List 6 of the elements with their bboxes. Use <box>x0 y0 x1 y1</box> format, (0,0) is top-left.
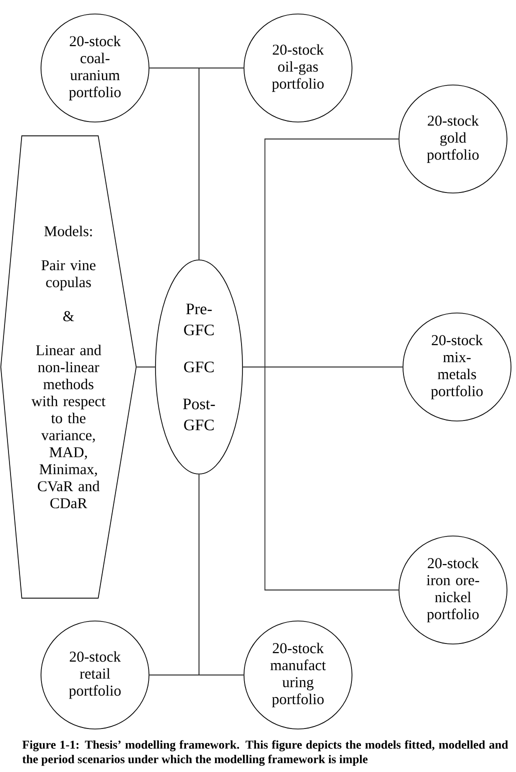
connector-line <box>198 474 244 676</box>
connector-line <box>198 68 244 260</box>
connector-line <box>136 366 156 368</box>
caption: Figure 1-1: Thesis’ modelling framework. This figure depicts the models fitted, modelled and the period scenarios under which the modelling framework is imple <box>22 740 508 766</box>
hexagon-box: Models: Pair vine copulas & Linear and non-linear methods with respect to the variance, MAD, Minimax, CVaR and CDaR <box>0 135 137 599</box>
oval-node: Pre-GFC GFC Post-GFC <box>155 260 243 474</box>
